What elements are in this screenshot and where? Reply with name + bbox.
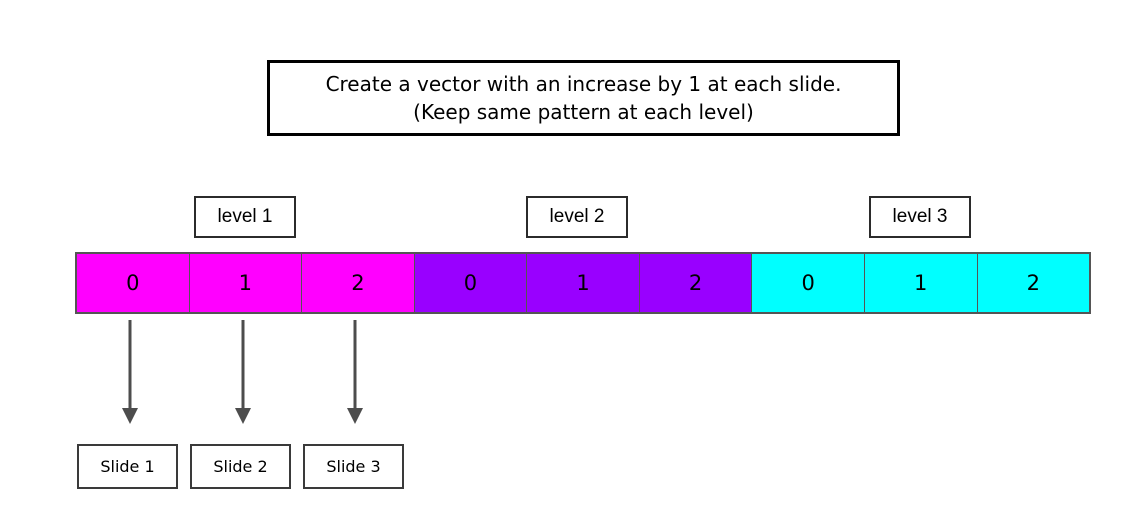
level-label-1-text: level 1: [217, 206, 273, 227]
slide-box-3: Slide 3: [303, 444, 404, 489]
down-arrow-icon: [347, 320, 363, 424]
vector-bar: 0 1 2 0 1 2 0 1 2: [75, 252, 1091, 314]
vector-cell-value: 0: [801, 271, 815, 295]
level-label-3: level 3: [869, 196, 971, 238]
vector-cell-value: 1: [914, 271, 928, 295]
level-label-2-text: level 2: [549, 206, 605, 227]
vector-cell: 2: [302, 254, 415, 312]
vector-cell-value: 2: [1026, 271, 1040, 295]
down-arrow-icon: [122, 320, 138, 424]
slide-box-2: Slide 2: [190, 444, 291, 489]
vector-cell: 0: [77, 254, 190, 312]
vector-cell: 1: [527, 254, 640, 312]
slide-box-3-text: Slide 3: [326, 457, 381, 476]
instruction-line-1: Create a vector with an increase by 1 at…: [325, 72, 842, 96]
instruction-box: Create a vector with an increase by 1 at…: [267, 60, 900, 136]
level-label-3-text: level 3: [892, 206, 948, 227]
level-label-2: level 2: [526, 196, 628, 238]
vector-cell: 2: [977, 254, 1090, 312]
vector-cell-value: 1: [576, 271, 590, 295]
vector-cell-value: 2: [351, 271, 365, 295]
instruction-line-2: (Keep same pattern at each level): [413, 100, 754, 124]
slide-box-2-text: Slide 2: [213, 457, 268, 476]
vector-cell: 0: [414, 254, 528, 312]
vector-cell-value: 0: [463, 271, 478, 295]
vector-cell-value: 2: [688, 271, 703, 295]
vector-cell: 2: [639, 254, 753, 312]
down-arrow-icon: [235, 320, 251, 424]
slide-box-1: Slide 1: [77, 444, 178, 489]
vector-cell: 1: [189, 254, 303, 312]
slide-box-1-text: Slide 1: [100, 457, 155, 476]
arrow-layer: [122, 320, 363, 424]
level-label-1: level 1: [194, 196, 296, 238]
vector-cell: 0: [752, 254, 865, 312]
vector-cell-value: 1: [238, 271, 253, 295]
vector-cell: 1: [864, 254, 978, 312]
vector-cell-value: 0: [126, 271, 140, 295]
